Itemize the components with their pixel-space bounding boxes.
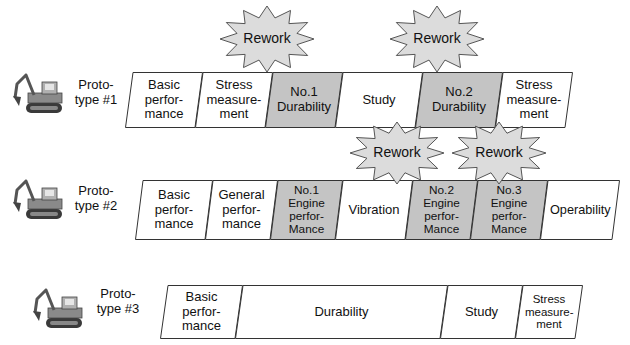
step-text: General perfor-mance [215, 188, 268, 232]
step-text: Stress measure-ment [505, 78, 563, 122]
step-text: Study [362, 93, 395, 108]
test-step-box: Basic perfor-mance [135, 180, 213, 240]
test-step-box: General perfor-mance [205, 180, 278, 240]
step-text: No.2 Engine perfor-Mance [415, 184, 468, 237]
step-text: Vibration [348, 203, 399, 218]
excavator-icon [13, 181, 62, 219]
excavator-icon [33, 290, 82, 328]
step-text: No.1 Durability [275, 85, 333, 114]
prototype-label: Proto-type #3 [90, 287, 146, 316]
test-step-box: No.2 Durability [415, 72, 503, 128]
step-text: Stress measure-ment [205, 78, 263, 122]
test-step-box: No.2 Engine perfor-Mance [405, 180, 478, 240]
rework-text: Rework [243, 31, 290, 47]
step-text: Study [465, 305, 498, 320]
test-step-box: Stress measure-ment [195, 72, 273, 128]
test-step-box: Stress measure-ment [495, 72, 573, 128]
prototype-label: Proto-type #1 [70, 78, 122, 107]
step-text: Durability [314, 305, 368, 320]
test-step-box: Stress measure-ment [515, 285, 583, 339]
step-text: No.2 Durability [425, 85, 493, 114]
test-step-box: Study [335, 72, 423, 128]
test-step-box: Study [440, 285, 523, 339]
step-text: Operability [550, 203, 610, 217]
test-step-box: Basic perfor-mance [160, 285, 243, 339]
rework-burst: Rework [452, 122, 546, 184]
step-text: Stress measure-ment [525, 293, 573, 332]
test-step-box: Operability [540, 180, 620, 240]
test-step-box: Durability [235, 285, 448, 339]
step-text: Basic perfor-mance [135, 78, 193, 122]
excavator-icon [13, 75, 62, 113]
test-step-box: No.1 Durability [265, 72, 343, 128]
step-text: No.1 Engine perfor-Mance [280, 184, 333, 237]
test-step-box: No.3 Engine perfor-Mance [470, 180, 548, 240]
rework-text: Rework [373, 145, 420, 161]
test-step-box: Vibration [335, 180, 413, 240]
step-text: Basic perfor-mance [170, 290, 233, 334]
step-text: Basic perfor-mance [145, 188, 203, 232]
rework-burst: Rework [350, 122, 444, 184]
step-text: No.3 Engine perfor-Mance [480, 184, 538, 237]
prototype-label: Proto-type #2 [70, 184, 122, 213]
rework-burst: Rework [220, 6, 314, 72]
rework-burst: Rework [390, 6, 484, 72]
rework-text: Rework [413, 31, 460, 47]
test-step-box: No.1 Engine perfor-Mance [270, 180, 343, 240]
test-step-box: Basic perfor-mance [125, 72, 203, 128]
rework-text: Rework [475, 145, 522, 161]
